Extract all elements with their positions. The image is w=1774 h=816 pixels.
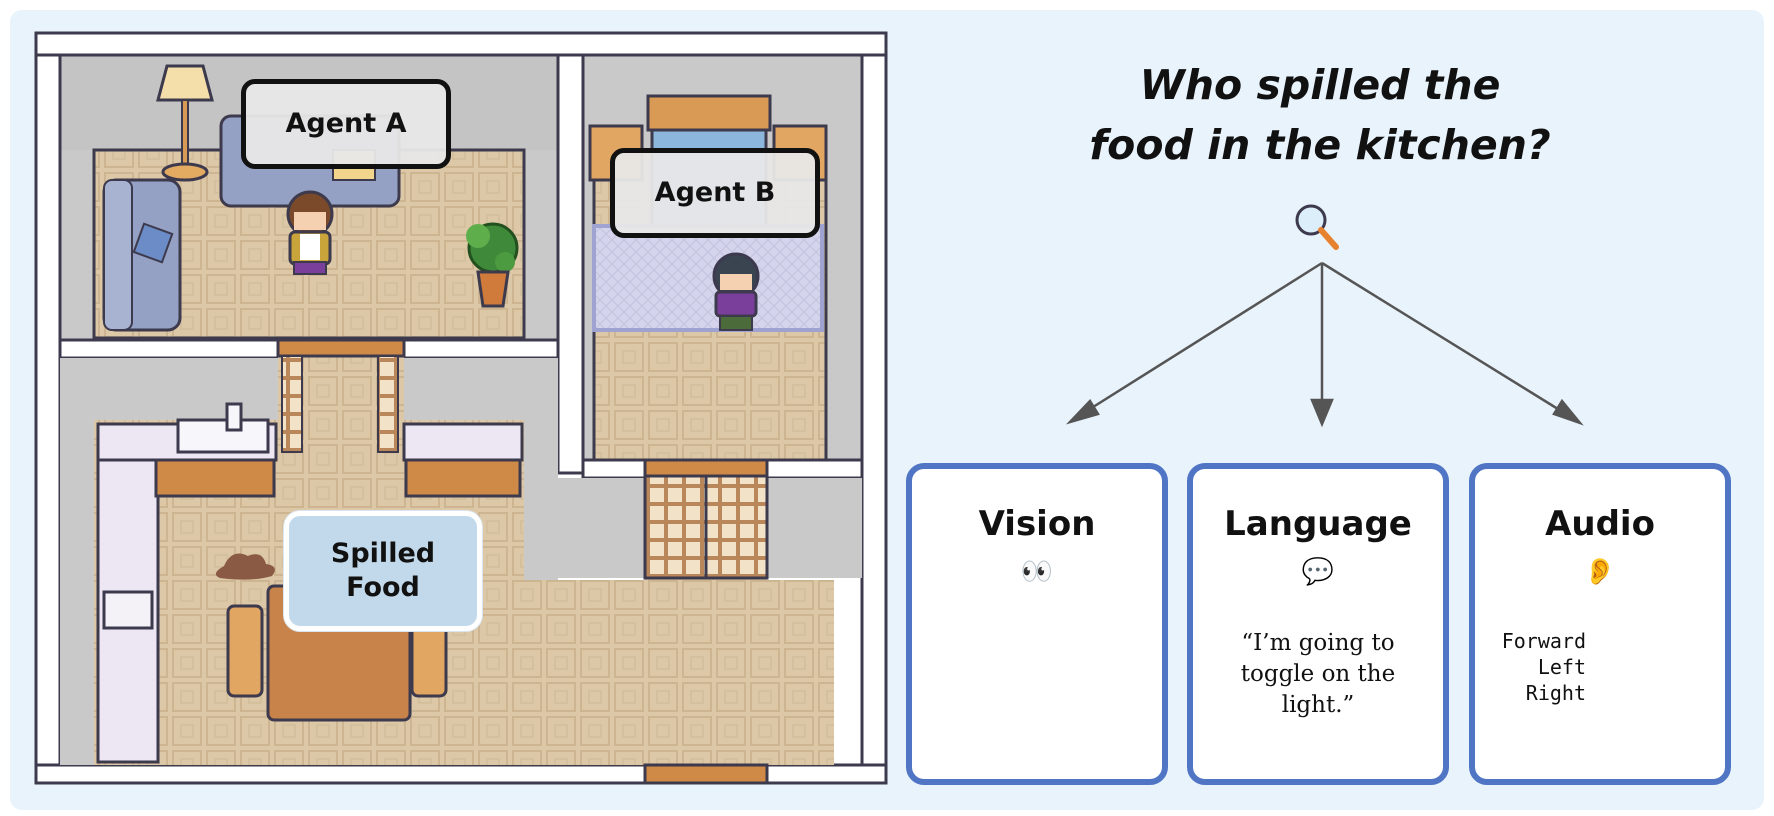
language-card: Language 💬 bbox=[1187, 463, 1449, 785]
audio-title: Audio bbox=[1545, 504, 1655, 544]
doorway-bedroom bbox=[643, 458, 769, 478]
interior-wall-vertical bbox=[556, 31, 585, 475]
language-quote: “I’m going to toggle on the light.” bbox=[1240, 630, 1396, 718]
language-title: Language bbox=[1224, 504, 1412, 544]
audio-commands: Forward Left Right bbox=[1501, 629, 1586, 705]
agent-a-label: Agent A bbox=[241, 79, 451, 169]
agent-a-character bbox=[286, 190, 334, 275]
food-spill bbox=[215, 553, 275, 580]
vision-card: Vision 👀 bbox=[906, 463, 1168, 785]
audio-card: Audio 👂 bbox=[1469, 463, 1731, 785]
potted-plant bbox=[466, 222, 519, 308]
agent-b-label: Agent B bbox=[610, 148, 820, 238]
rug bbox=[592, 224, 824, 332]
speech-bubble-icon: 💬 bbox=[1301, 557, 1335, 587]
ear-icon: 👂 bbox=[1583, 557, 1617, 587]
eyes-icon: 👀 bbox=[1020, 557, 1054, 587]
arrows bbox=[1065, 261, 1584, 428]
vision-title: Vision bbox=[978, 504, 1096, 544]
question-title: Who spilled the food in the kitchen? bbox=[1089, 61, 1551, 169]
agent-b-character bbox=[712, 252, 760, 331]
floor-lamp bbox=[156, 64, 214, 182]
sink bbox=[176, 418, 270, 454]
doorway-living-kitchen bbox=[276, 338, 406, 358]
magnifier-icon bbox=[1295, 204, 1339, 250]
armchair bbox=[102, 178, 182, 332]
stove bbox=[102, 590, 154, 630]
